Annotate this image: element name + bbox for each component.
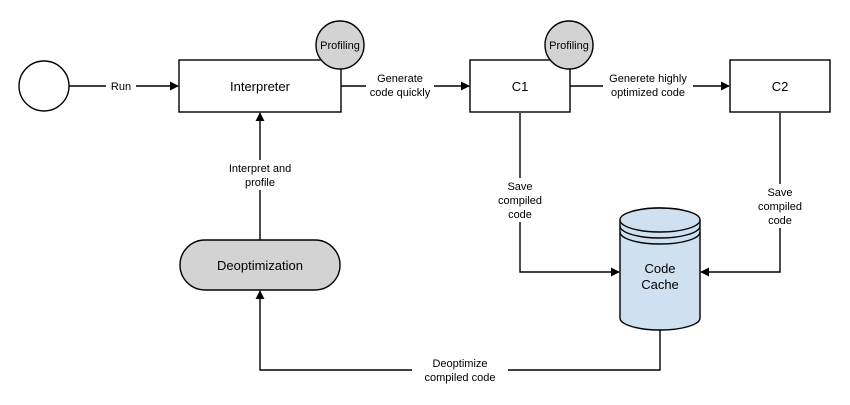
edge-c2-to-cache: Save compiled code bbox=[700, 113, 805, 277]
profiling-label-2: Profiling bbox=[549, 40, 589, 52]
c1-label: C1 bbox=[512, 79, 529, 94]
start-node bbox=[18, 60, 70, 112]
code-cache-node: Code Cache bbox=[619, 207, 701, 331]
interpreter-node: Interpreter bbox=[178, 59, 342, 113]
deoptimization-label: Deoptimization bbox=[217, 258, 303, 273]
edge-save-c2-label-3: code bbox=[768, 215, 792, 227]
edge-generate-quick-label-1: Generate bbox=[377, 73, 423, 85]
profiling-badge-c1: Profiling bbox=[544, 20, 594, 70]
code-cache-label-2: Cache bbox=[641, 277, 679, 292]
edge-save-c1-label-3: code bbox=[508, 209, 532, 221]
edge-generate-quick-label-2: code quickly bbox=[370, 87, 431, 99]
c1-node: C1 bbox=[469, 59, 571, 113]
edge-generate-opt-label-1: Generete highly bbox=[609, 73, 687, 85]
edge-save-c1-label-2: compiled bbox=[498, 195, 542, 207]
deoptimization-node: Deoptimization bbox=[179, 239, 341, 291]
code-cache-label-1: Code bbox=[644, 261, 675, 276]
edge-interpreter-to-c1: Generate code quickly bbox=[341, 72, 470, 100]
edge-run-label: Run bbox=[111, 81, 131, 93]
edge-interpret-label-1: Interpret and bbox=[229, 163, 291, 175]
edge-save-c2-label-1: Save bbox=[767, 187, 792, 199]
profiling-badge-interpreter: Profiling bbox=[315, 20, 365, 70]
profiling-label-1: Profiling bbox=[320, 40, 360, 52]
edge-c1-to-c2: Generete highly optimized code bbox=[570, 72, 730, 100]
edge-run: Run bbox=[69, 78, 179, 93]
edge-save-c2-label-2: compiled bbox=[758, 201, 802, 213]
interpreter-label: Interpreter bbox=[230, 79, 291, 94]
edge-cache-to-deopt: Deoptimize compiled code bbox=[255, 290, 661, 385]
c2-label: C2 bbox=[772, 79, 789, 94]
edge-deopt-to-interpreter: Interpret and profile bbox=[224, 112, 296, 240]
edge-c1-to-cache: Save compiled code bbox=[495, 113, 620, 277]
edge-save-c1-label-1: Save bbox=[507, 181, 532, 193]
edge-generate-opt-label-2: optimized code bbox=[611, 87, 685, 99]
c2-node: C2 bbox=[729, 59, 831, 113]
edge-interpret-label-2: profile bbox=[245, 177, 275, 189]
edge-deopt-label-2: compiled code bbox=[425, 372, 496, 384]
edge-deopt-label-1: Deoptimize bbox=[432, 358, 487, 370]
